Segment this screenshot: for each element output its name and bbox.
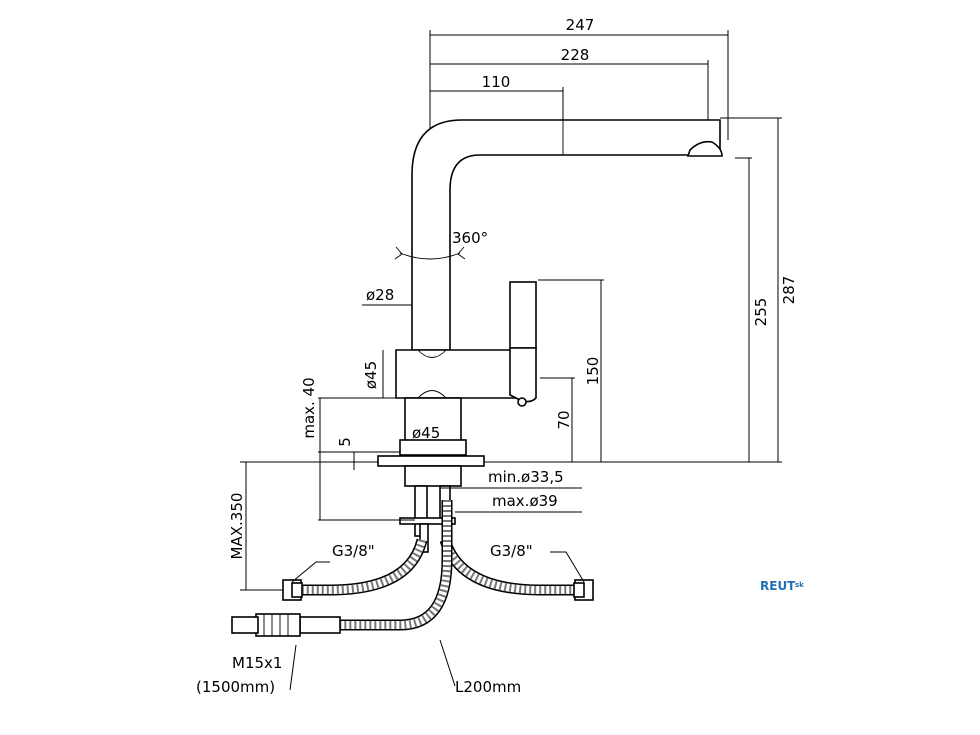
dim-body-diameter: ø45	[362, 361, 380, 389]
dim-max-350: MAX.350	[228, 493, 246, 560]
right-dimension-lines	[318, 117, 782, 463]
hose-fittings	[231, 579, 594, 637]
dim-max-40: max. 40	[300, 377, 318, 438]
dim-247: 247	[566, 16, 595, 34]
label-leaders	[289, 551, 585, 691]
rotation-arrows-icon	[394, 246, 466, 260]
label-thread-right: G3/8"	[490, 542, 533, 560]
brand-name: REUT	[760, 579, 796, 593]
supply-hoses	[300, 500, 575, 631]
dim-min-hole: min.ø33,5	[488, 468, 564, 486]
dim-255: 255	[752, 298, 770, 327]
dim-70: 70	[555, 410, 573, 429]
dim-gap-5: 5	[336, 437, 354, 447]
dim-150: 150	[584, 357, 602, 386]
faucet-body	[377, 119, 723, 553]
max-350-dimension-lines	[240, 461, 320, 591]
dim-110: 110	[482, 73, 511, 91]
top-dimension-lines	[429, 30, 729, 140]
dim-base-diameter: ø45	[412, 424, 440, 442]
dim-max-hole: max.ø39	[492, 492, 558, 510]
dim-228: 228	[561, 46, 590, 64]
dim-spout-diameter: ø28	[366, 286, 394, 304]
left-body-dimension-lines	[318, 304, 582, 521]
label-hose-l200: L200mm	[455, 678, 521, 696]
brand-suffix: sk	[795, 581, 804, 589]
label-hose-thread: M15x1	[232, 654, 282, 672]
brand-logo: REUT sk	[760, 579, 804, 593]
label-thread-left: G3/8"	[332, 542, 375, 560]
label-hose-length: (1500mm)	[196, 678, 275, 696]
dim-rotation: 360°	[452, 229, 488, 247]
dim-287: 287	[780, 276, 798, 305]
